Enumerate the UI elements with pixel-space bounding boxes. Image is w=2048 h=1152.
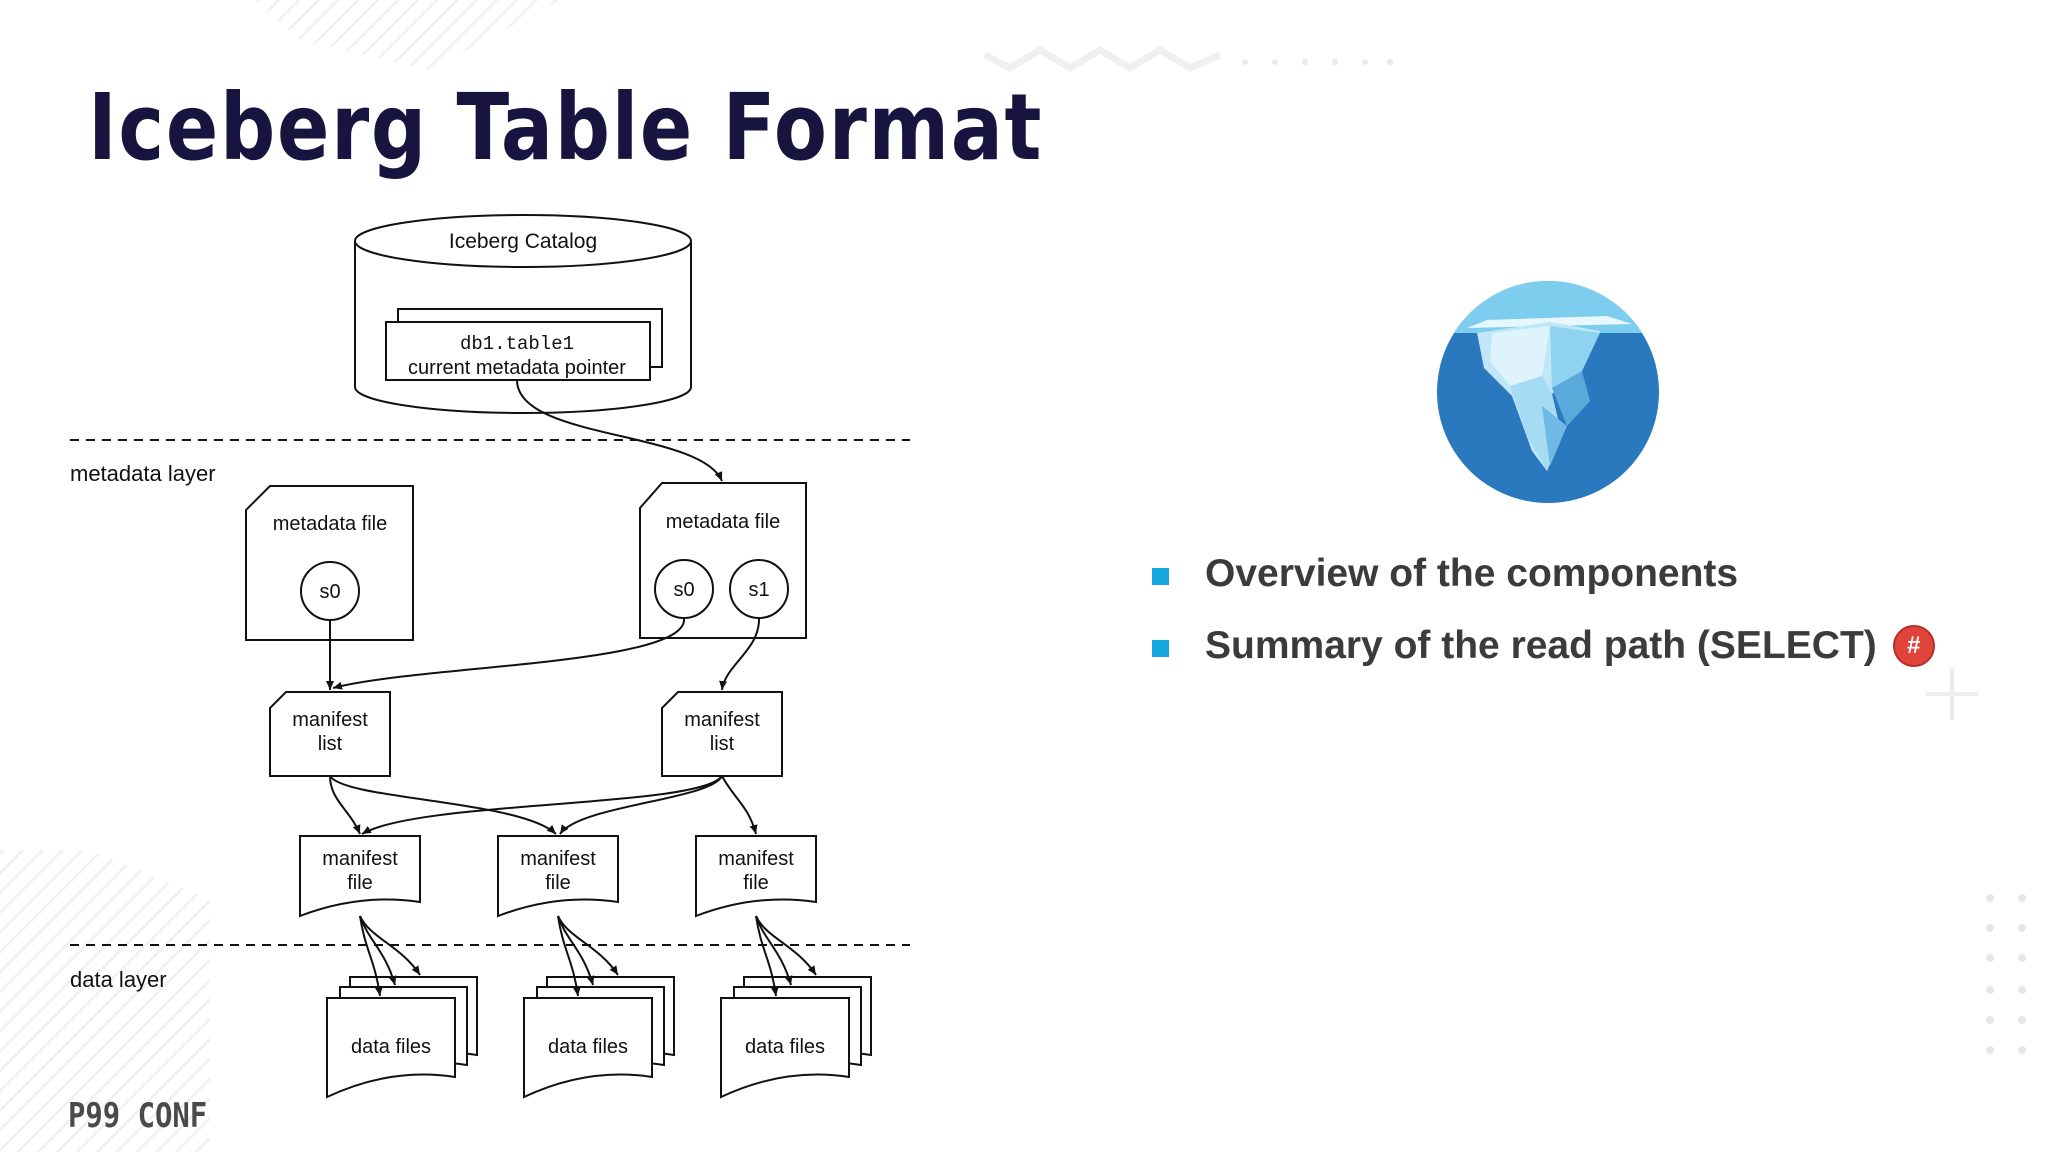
manifest-list-1-label: manifest [292, 709, 368, 731]
page-title: Iceberg Table Format [88, 74, 1044, 181]
manifest-file-1-label: manifest [322, 848, 398, 870]
bullet-text: Overview of the components [1205, 552, 1739, 595]
bullet-list: Overview of the components Summary of th… [1152, 538, 1935, 682]
hash-badge-icon[interactable]: # [1892, 625, 1935, 667]
data-files-label: data files [745, 1036, 825, 1058]
manifest-file-1-label: file [347, 872, 373, 894]
brand-logo-text: P99 CONF [68, 1096, 208, 1136]
manifest-list-1-label: list [318, 733, 343, 755]
data-files-stack-1 [326, 976, 478, 1099]
data-files-label: data files [351, 1036, 431, 1058]
manifest-file-2 [497, 835, 619, 918]
bullet-item: Overview of the components [1152, 538, 1935, 610]
metadata-file-2-label: metadata file [666, 511, 781, 533]
data-files-stack-2 [523, 976, 675, 1099]
diagram-arrows [326, 379, 817, 997]
manifest-file-3 [695, 835, 817, 918]
catalog-label: Iceberg Catalog [449, 230, 597, 253]
metadata-file-2 [639, 482, 807, 639]
manifest-file-1 [299, 835, 421, 918]
metadata-file-1-label: metadata file [273, 513, 388, 535]
manifest-file-3-label: file [743, 872, 769, 894]
snapshot-label: s0 [319, 581, 340, 603]
data-files-stack-3 [720, 976, 872, 1099]
table-pointer-box [385, 321, 651, 381]
manifest-list-2-label: list [710, 733, 735, 755]
data-files-label: data files [548, 1036, 628, 1058]
manifest-file-2-label: file [545, 872, 571, 894]
snapshot-label: s0 [673, 579, 694, 601]
bullet-marker [1152, 639, 1169, 657]
bullet-marker [1152, 567, 1169, 585]
table-name: db1.table1 [460, 333, 574, 355]
iceberg-logo [1437, 281, 1659, 503]
snapshot-label: s1 [748, 579, 769, 601]
bullet-item: Summary of the read path (SELECT) # [1152, 610, 1935, 682]
metadata-layer-label: metadata layer [70, 461, 216, 486]
manifest-list-2-label: manifest [684, 709, 760, 731]
data-layer-label: data layer [70, 967, 167, 992]
pointer-label: current metadata pointer [408, 357, 626, 379]
manifest-file-3-label: manifest [718, 848, 794, 870]
manifest-file-2-label: manifest [520, 848, 596, 870]
bullet-text: Summary of the read path (SELECT) [1205, 624, 1877, 667]
